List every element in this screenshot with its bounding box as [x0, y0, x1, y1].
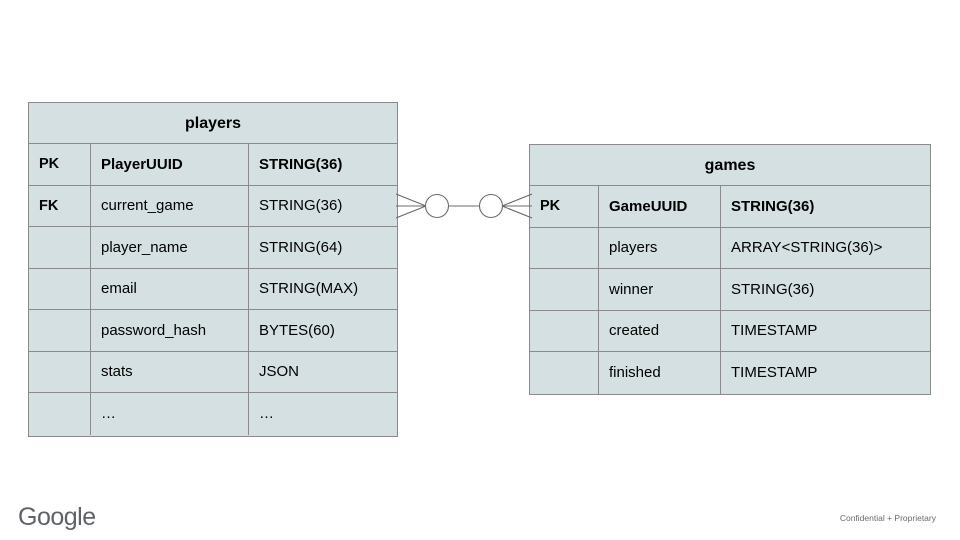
row-field-type: TIMESTAMP — [731, 322, 818, 340]
entity-players: players PK PlayerUUID STRING(36) FK curr… — [28, 102, 398, 437]
table-row: player_name STRING(64) — [29, 227, 397, 269]
row-field-name: PlayerUUID — [91, 144, 249, 185]
entity-players-title: players — [29, 103, 397, 144]
row-field-name: players — [599, 227, 721, 268]
table-row: created TIMESTAMP — [530, 310, 930, 352]
table-row: players ARRAY<STRING(36)> — [530, 227, 930, 269]
row-field-type: STRING(36) — [731, 197, 815, 215]
row-key-indicator — [29, 227, 91, 268]
row-key-indicator — [530, 269, 599, 310]
row-field-type: STRING(36) — [259, 155, 343, 173]
row-field-type: STRING(64) — [259, 238, 343, 256]
row-field-name: … — [91, 393, 249, 435]
table-row: stats JSON — [29, 351, 397, 393]
row-field-type: … — [259, 405, 274, 423]
row-field-type: STRING(36) — [731, 280, 815, 298]
row-key-indicator: PK — [530, 186, 599, 227]
table-row: … … — [29, 393, 397, 435]
row-field-name: created — [599, 310, 721, 351]
row-key-indicator — [29, 351, 91, 392]
table-row: password_hash BYTES(60) — [29, 310, 397, 352]
entity-games: games PK GameUUID STRING(36) players ARR… — [529, 144, 931, 395]
entity-games-title: games — [530, 145, 930, 186]
row-field-name: stats — [91, 351, 249, 392]
row-field-name: winner — [599, 269, 721, 310]
row-key-indicator — [29, 268, 91, 309]
table-row: email STRING(MAX) — [29, 268, 397, 310]
row-key-indicator — [530, 352, 599, 394]
row-key-indicator: PK — [29, 144, 91, 185]
google-logo: Google — [18, 503, 96, 531]
relationship-connector-crows-foot — [396, 193, 532, 219]
row-field-type: STRING(MAX) — [259, 280, 359, 298]
row-key-indicator — [530, 310, 599, 351]
row-field-type: ARRAY<STRING(36)> — [731, 239, 883, 257]
table-row: FK current_game STRING(36) — [29, 185, 397, 227]
row-field-name: email — [91, 268, 249, 309]
row-field-name: finished — [599, 352, 721, 394]
row-key-indicator — [29, 310, 91, 351]
table-row: winner STRING(36) — [530, 269, 930, 311]
row-field-name: player_name — [91, 227, 249, 268]
row-key-indicator: FK — [29, 185, 91, 226]
row-field-type: JSON — [259, 363, 300, 381]
table-row: PK PlayerUUID STRING(36) — [29, 144, 397, 186]
row-field-name: password_hash — [91, 310, 249, 351]
row-field-name: current_game — [91, 185, 249, 226]
row-key-indicator — [530, 227, 599, 268]
row-field-name: GameUUID — [599, 186, 721, 227]
confidential-notice: Confidential + Proprietary — [839, 513, 936, 523]
row-field-type: TIMESTAMP — [731, 364, 818, 382]
row-key-indicator — [29, 393, 91, 435]
row-field-type: STRING(36) — [259, 197, 343, 215]
row-field-type: BYTES(60) — [259, 321, 335, 339]
table-row: PK GameUUID STRING(36) — [530, 186, 930, 228]
table-row: finished TIMESTAMP — [530, 352, 930, 394]
